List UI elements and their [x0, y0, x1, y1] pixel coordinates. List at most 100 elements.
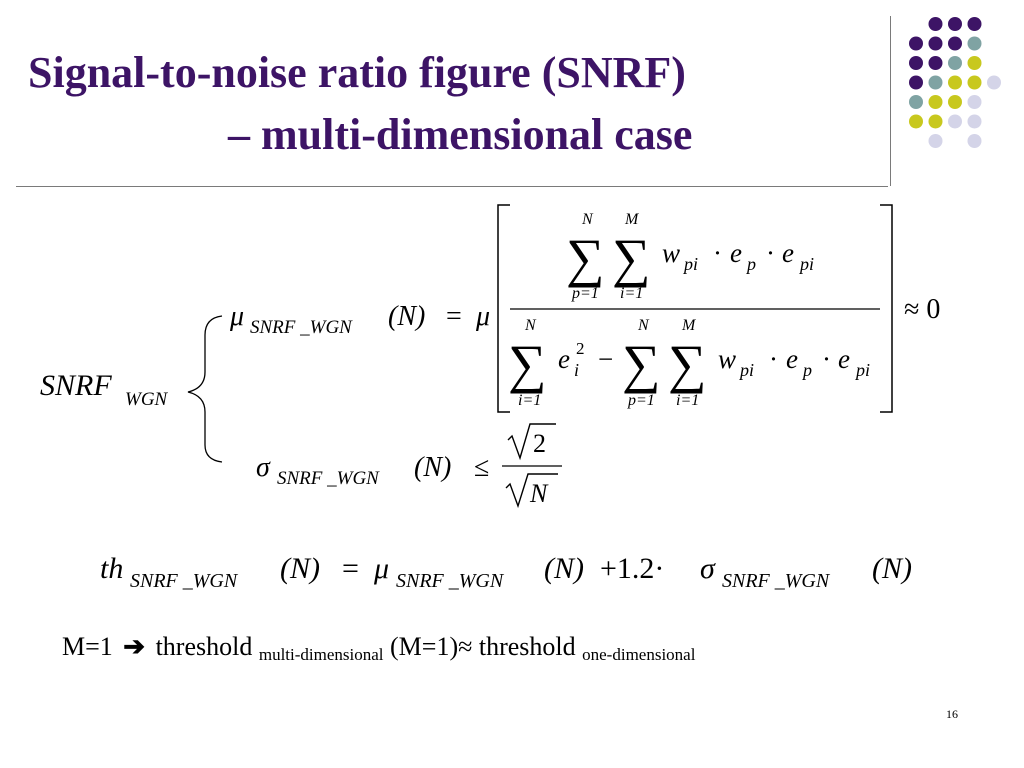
svg-text:pi: pi: [854, 360, 870, 380]
decor-dot: [948, 36, 962, 51]
svg-text:SNRF _WGN: SNRF _WGN: [722, 570, 831, 592]
svg-text:≈ 0: ≈ 0: [904, 294, 940, 325]
svg-text:∑: ∑: [566, 228, 605, 288]
svg-text:e: e: [838, 344, 850, 374]
title-line-2: – multi-dimensional case: [228, 110, 693, 159]
svg-text:SNRF _WGN: SNRF _WGN: [250, 317, 353, 338]
svg-text:SNRF: SNRF: [40, 369, 112, 402]
decor-dot: [987, 75, 1001, 90]
svg-text:μ: μ: [373, 552, 389, 585]
svg-text:≤: ≤: [474, 452, 489, 483]
svg-text:i=1: i=1: [620, 285, 643, 302]
svg-text:2: 2: [576, 339, 585, 358]
formula-block: SNRF WGN μ SNRF _WGN (N) = μ N M ∑ ∑ p=1…: [40, 204, 940, 592]
svg-text:+1.2·: +1.2·: [600, 552, 664, 585]
decor-dot: [928, 36, 943, 51]
page-number: 16: [946, 707, 958, 721]
left-brace: [187, 315, 223, 463]
svg-text:i: i: [574, 360, 579, 380]
svg-text:e: e: [730, 238, 742, 268]
svg-text:=: =: [342, 552, 359, 585]
svg-text:i=1: i=1: [518, 392, 541, 409]
svg-text:(N): (N): [872, 552, 912, 585]
slide-title: Signal-to-noise ratio figure (SNRF) – mu…: [28, 42, 878, 166]
sqrt2-radical: [507, 423, 556, 461]
decor-dot: [967, 114, 982, 129]
svg-text:p: p: [745, 254, 756, 274]
note-mid: (M=1)≈ threshold: [390, 632, 576, 661]
note-m1: M=1: [62, 632, 113, 661]
title-divider-horizontal: [16, 186, 888, 187]
svg-text:w: w: [718, 344, 736, 374]
svg-text:th: th: [100, 552, 123, 585]
svg-text:∑: ∑: [668, 334, 707, 394]
decor-dot: [909, 95, 923, 109]
decor-dot: [928, 95, 943, 109]
svg-text:(N): (N): [280, 552, 320, 585]
sigma-formula: σ SNRF _WGN (N) ≤ 2 N: [256, 423, 562, 509]
decor-dot: [909, 114, 923, 129]
svg-text:e: e: [558, 344, 570, 374]
mean-formula: μ SNRF _WGN (N) = μ N M ∑ ∑ p=1 i=1 w pi…: [229, 204, 940, 413]
decor-dot: [948, 56, 962, 70]
decor-dot: [967, 36, 982, 51]
svg-text:N: N: [524, 317, 537, 334]
svg-text:SNRF _WGN: SNRF _WGN: [130, 570, 239, 592]
decor-dot: [967, 56, 982, 70]
decor-dot: [948, 95, 962, 109]
svg-text:SNRF _WGN: SNRF _WGN: [277, 468, 380, 489]
svg-text:2: 2: [533, 429, 546, 458]
threshold-formula: th SNRF _WGN (N) = μ SNRF _WGN (N) +1.2·…: [100, 552, 912, 592]
decor-dot: [967, 134, 982, 148]
svg-text:=: =: [446, 301, 462, 332]
decor-dot: [948, 17, 962, 31]
svg-text:N: N: [529, 479, 549, 508]
svg-text:·: ·: [766, 238, 775, 268]
decor-dot: [928, 17, 943, 31]
svg-text:μ: μ: [229, 301, 244, 332]
decor-dot: [928, 114, 943, 129]
svg-text:SNRF _WGN: SNRF _WGN: [396, 570, 505, 592]
svg-text:p: p: [801, 360, 812, 380]
svg-text:M: M: [624, 211, 640, 228]
decor-dot: [909, 36, 923, 51]
note-sub-multi: multi-dimensional: [258, 645, 384, 664]
decor-dot: [909, 56, 923, 70]
decor-dot: [928, 75, 943, 90]
svg-text:pi: pi: [738, 360, 754, 380]
svg-text:N: N: [637, 317, 650, 334]
svg-text:w: w: [662, 238, 680, 268]
svg-text:(N): (N): [388, 301, 425, 332]
decor-dot: [928, 134, 943, 148]
decor-dot: [928, 56, 943, 70]
decor-dot: [948, 114, 962, 129]
left-bracket: [497, 204, 510, 413]
svg-text:p=1: p=1: [571, 285, 599, 302]
decorative-dot-grid: [909, 17, 1001, 148]
svg-text:−: −: [598, 344, 613, 374]
svg-text:pi: pi: [798, 254, 814, 274]
svg-text:M: M: [681, 317, 697, 334]
snrf-wgn-label: SNRF WGN: [40, 369, 169, 410]
svg-text:e: e: [786, 344, 798, 374]
right-bracket: [880, 204, 893, 413]
note-sub-one: one-dimensional: [582, 645, 696, 664]
svg-text:N: N: [581, 211, 594, 228]
note-threshold: threshold: [155, 632, 253, 661]
svg-text:pi: pi: [682, 254, 698, 274]
sqrtN-radical: [505, 473, 558, 509]
svg-text:·: ·: [713, 238, 722, 268]
svg-text:∑: ∑: [612, 228, 651, 288]
threshold-note: M=1 ➔ threshold multi-dimensional (M=1)≈…: [62, 632, 695, 665]
svg-text:μ: μ: [475, 301, 490, 332]
decor-dot: [967, 95, 982, 109]
decor-dot: [948, 75, 962, 90]
svg-text:(N): (N): [414, 452, 451, 483]
decor-dot: [967, 17, 982, 31]
svg-text:e: e: [782, 238, 794, 268]
title-line-1: Signal-to-noise ratio figure (SNRF): [28, 48, 686, 97]
title-divider-vertical: [890, 16, 891, 186]
svg-text:∑: ∑: [508, 334, 547, 394]
svg-text:i=1: i=1: [676, 392, 699, 409]
svg-text:σ: σ: [700, 552, 716, 585]
